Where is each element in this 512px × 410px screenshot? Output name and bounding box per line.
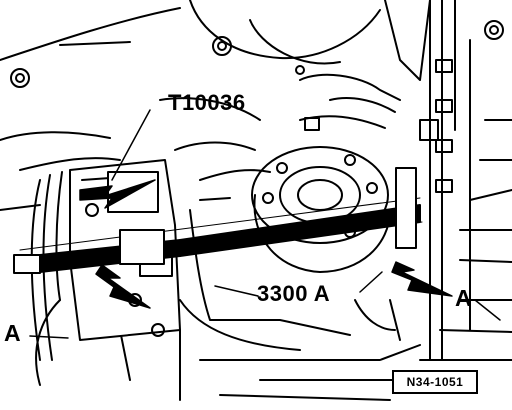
leader-3300a-left [214, 285, 259, 297]
engine-housing-outline [0, 0, 431, 211]
background-bolts [10, 20, 504, 88]
leader-t10036 [111, 109, 151, 181]
leader-lines [29, 109, 501, 339]
threaded-spindle [13, 167, 423, 274]
leader-a-right [474, 299, 501, 321]
arrow-lower-left [95, 264, 151, 309]
arrow-right [391, 261, 453, 297]
lower-block-outline [35, 141, 421, 401]
figure-id: N34-1051 [392, 370, 478, 394]
arrows [79, 179, 453, 309]
label-3300a: 3300 A [257, 281, 331, 306]
label-t10036: T10036 [168, 90, 246, 115]
leader-3300a-right [359, 271, 383, 293]
gearbox-ribs [419, 0, 512, 361]
leader-a-left [29, 335, 69, 339]
arrow-upper-left [79, 179, 156, 209]
label-a-left: A [4, 320, 21, 346]
crankshaft-flange [251, 146, 391, 273]
label-a-right: A [455, 285, 472, 311]
